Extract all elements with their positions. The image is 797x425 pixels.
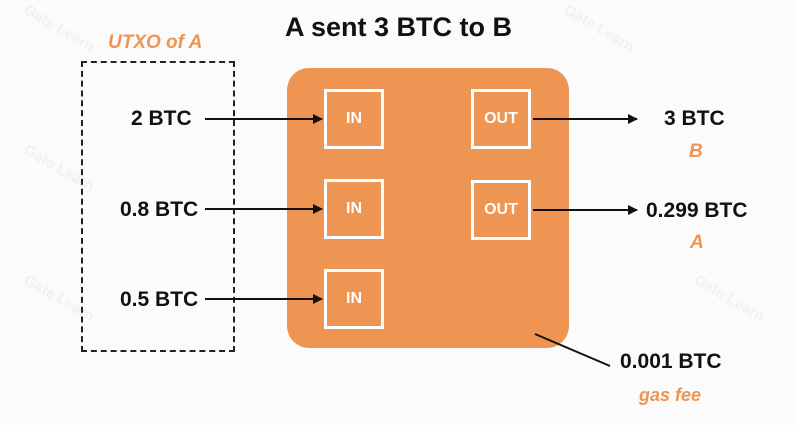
output-amount-1: 3 BTC xyxy=(664,107,725,130)
output-owner-1: B xyxy=(689,141,703,162)
input-amount-3: 0.5 BTC xyxy=(120,288,199,311)
fee-label: gas fee xyxy=(639,385,702,405)
fee-amount: 0.001 BTC xyxy=(620,350,722,373)
transaction-box xyxy=(287,68,569,348)
diagram-title: A sent 3 BTC to B xyxy=(284,12,512,42)
input-amount-2: 0.8 BTC xyxy=(120,198,199,221)
input-port-2: IN xyxy=(324,179,384,239)
output-amount-2: 0.299 BTC xyxy=(646,199,748,222)
input-amount-1: 2 BTC xyxy=(131,107,192,130)
output-port-1: OUT xyxy=(471,89,531,149)
output-owner-2: A xyxy=(690,232,704,253)
utxo-label: UTXO of A xyxy=(108,32,203,53)
input-port-1: IN xyxy=(324,89,384,149)
fee-pointer-line xyxy=(534,333,611,367)
utxo-group-box xyxy=(81,61,235,352)
input-port-3: IN xyxy=(324,269,384,329)
output-port-2: OUT xyxy=(471,180,531,240)
